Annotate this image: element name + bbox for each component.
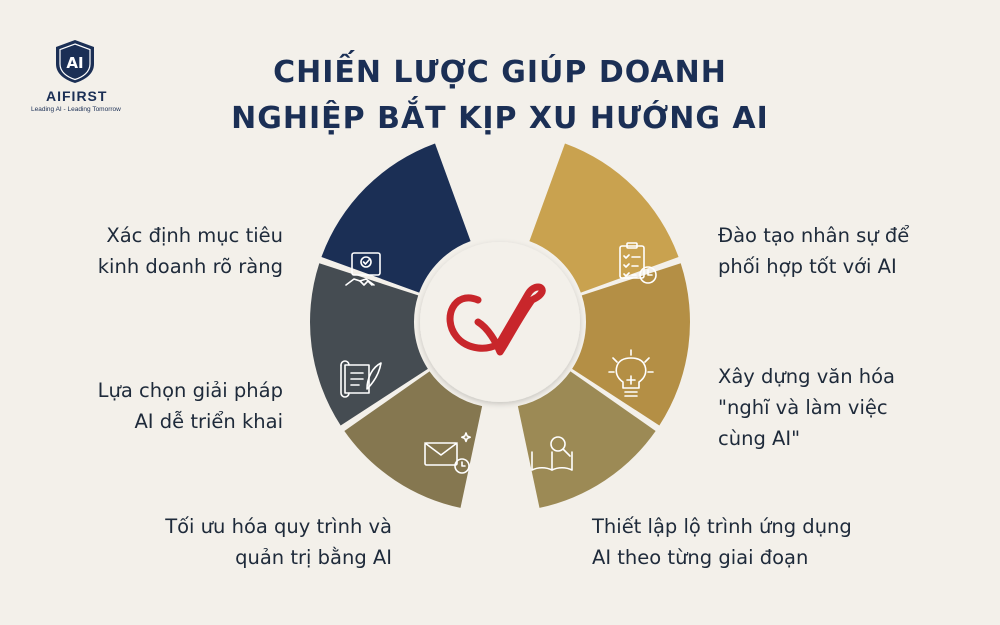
wheel-segment-6 bbox=[529, 143, 679, 293]
checkmark-icon bbox=[446, 283, 546, 356]
center-disc bbox=[420, 242, 580, 402]
title-line-1: CHIẾN LƯỢC GIÚP DOANH bbox=[273, 55, 727, 90]
wheel-segment-1 bbox=[321, 143, 471, 293]
shield-logo-icon: AI bbox=[56, 40, 94, 83]
mail-clock-icon bbox=[424, 432, 471, 474]
svg-text:AI: AI bbox=[66, 54, 83, 72]
title-line-2: NGHIỆP BẮT KỊP XU HƯỚNG AI bbox=[231, 101, 769, 136]
scroll-icon bbox=[340, 360, 382, 398]
handshake-icon bbox=[345, 252, 381, 286]
wheel-segment-5 bbox=[572, 263, 690, 426]
lightbulb-icon bbox=[608, 349, 654, 397]
checklist-clock-icon bbox=[619, 242, 657, 284]
wheel-segment-4 bbox=[517, 371, 656, 508]
wheel-segment-3 bbox=[344, 371, 483, 508]
wheel-segment-2 bbox=[310, 263, 428, 426]
brand-name: AIFIRST bbox=[46, 88, 108, 104]
book-search-icon bbox=[531, 436, 573, 471]
brand-logo: AI AIFIRST Leading AI - Leading Tomorrow bbox=[28, 38, 148, 113]
page-title: CHIẾN LƯỢC GIÚP DOANH NGHIỆP BẮT KỊP XU … bbox=[200, 50, 800, 142]
brand-tagline: Leading AI - Leading Tomorrow bbox=[31, 106, 121, 113]
